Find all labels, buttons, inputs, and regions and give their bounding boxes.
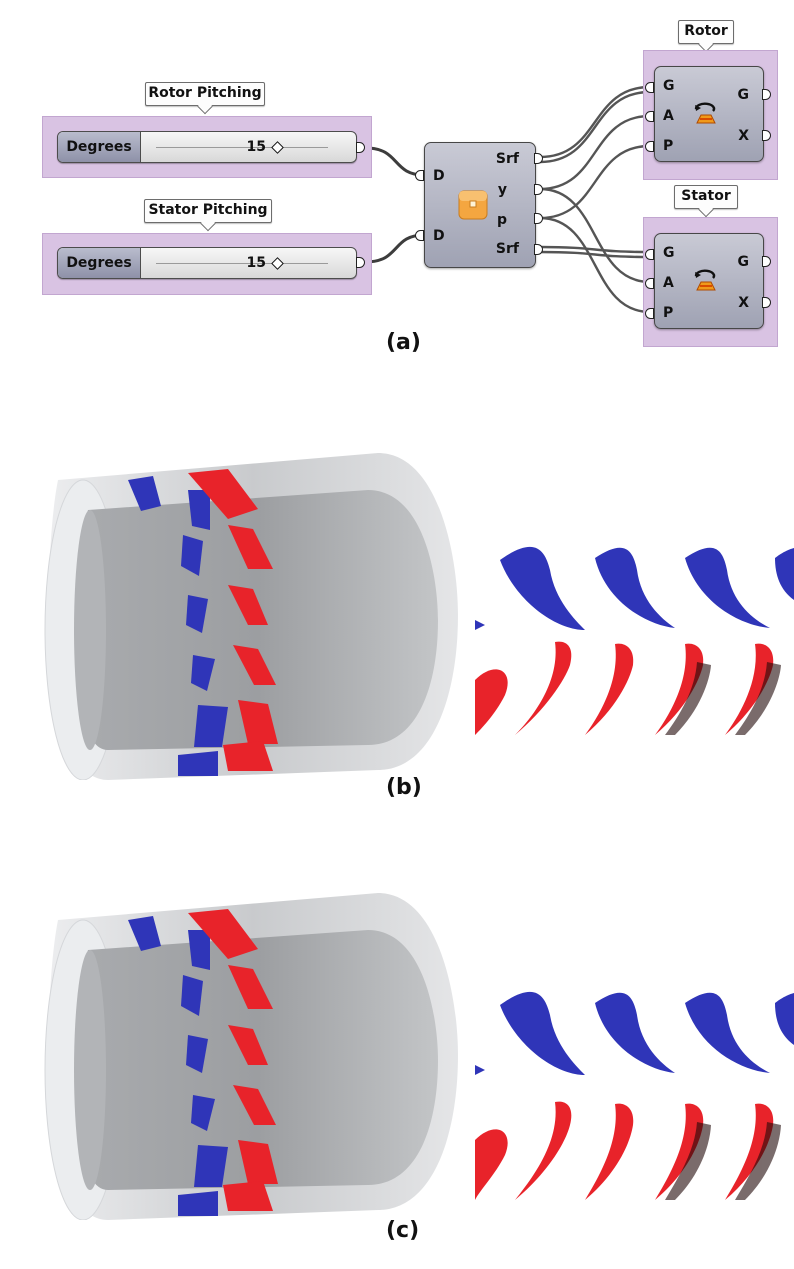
- turbine-stage-render-c: [44, 893, 458, 1220]
- stator-port-g[interactable]: [645, 249, 654, 260]
- rotate-icon: [694, 102, 716, 124]
- rotor-port-p[interactable]: [645, 141, 654, 152]
- rotor-component[interactable]: G A P G X: [654, 66, 764, 162]
- cluster-port-p[interactable]: [534, 213, 543, 224]
- stator-pitching-callout: Stator Pitching: [144, 199, 272, 223]
- cluster-output-srf1: Srf: [495, 151, 519, 167]
- slider-grip[interactable]: [271, 141, 284, 154]
- rotor-slider-label: Degrees: [58, 132, 141, 162]
- rotor-input-a: A: [663, 108, 674, 124]
- stator-title: Stator: [681, 188, 731, 204]
- cluster-output-y: y: [497, 182, 507, 198]
- caption-a: (a): [386, 330, 421, 355]
- cluster-component[interactable]: D D Srf y p Srf: [424, 142, 536, 268]
- stator-component[interactable]: G A P G X: [654, 233, 764, 329]
- stator-port-out-g[interactable]: [762, 256, 771, 267]
- rotate-icon: [694, 269, 716, 291]
- rotor-title: Rotor: [684, 23, 728, 39]
- cluster-input-d1: D: [433, 168, 445, 184]
- stator-slider-output-port[interactable]: [356, 257, 365, 268]
- slider-grip[interactable]: [271, 257, 284, 270]
- stator-callout: Stator: [674, 185, 738, 209]
- blade-profiles-render-b: [475, 546, 794, 735]
- rotor-input-g: G: [663, 78, 675, 94]
- cluster-box-icon: [458, 190, 488, 220]
- stator-slider-value: 15: [246, 255, 266, 271]
- caption-b: (b): [386, 775, 422, 800]
- cluster-output-srf2: Srf: [495, 241, 519, 257]
- stator-port-p[interactable]: [645, 308, 654, 319]
- rotor-output-x: X: [738, 128, 749, 144]
- rotor-port-a[interactable]: [645, 111, 654, 122]
- wires: [365, 85, 651, 314]
- rotor-pitching-title: Rotor Pitching: [148, 85, 262, 101]
- rotor-port-out-x[interactable]: [762, 130, 771, 141]
- rotor-output-g: G: [737, 87, 750, 103]
- rotor-input-p: P: [663, 138, 674, 154]
- rotor-slider-value: 15: [246, 139, 266, 155]
- stator-port-a[interactable]: [645, 278, 654, 289]
- slider-track: [156, 263, 328, 264]
- rotor-slider-output-port[interactable]: [356, 142, 365, 153]
- stator-pitching-title: Stator Pitching: [148, 202, 268, 218]
- stator-slider-label: Degrees: [58, 248, 141, 278]
- rotor-pitching-slider[interactable]: Degrees 15: [57, 131, 357, 163]
- stator-output-x: X: [738, 295, 749, 311]
- cluster-output-p: p: [496, 212, 507, 228]
- stator-input-a: A: [663, 275, 674, 291]
- stator-input-p: P: [663, 305, 674, 321]
- caption-c: (c): [386, 1218, 420, 1243]
- cluster-port-y[interactable]: [534, 184, 543, 195]
- cluster-port-srf2[interactable]: [534, 244, 543, 255]
- stator-output-g: G: [737, 254, 750, 270]
- rotor-pitching-callout: Rotor Pitching: [145, 82, 265, 106]
- cluster-port-d1[interactable]: [415, 170, 424, 181]
- rotor-port-g[interactable]: [645, 82, 654, 93]
- turbine-stage-render-b: [44, 453, 458, 780]
- cluster-port-d2[interactable]: [415, 230, 424, 241]
- stator-input-g: G: [663, 245, 675, 261]
- stator-pitching-slider[interactable]: Degrees 15: [57, 247, 357, 279]
- rotor-callout: Rotor: [678, 20, 734, 44]
- slider-track: [156, 147, 328, 148]
- cluster-port-srf1[interactable]: [534, 153, 543, 164]
- blade-profiles-render-c: [475, 991, 794, 1200]
- rotor-port-out-g[interactable]: [762, 89, 771, 100]
- stator-port-out-x[interactable]: [762, 297, 771, 308]
- cluster-input-d2: D: [433, 228, 445, 244]
